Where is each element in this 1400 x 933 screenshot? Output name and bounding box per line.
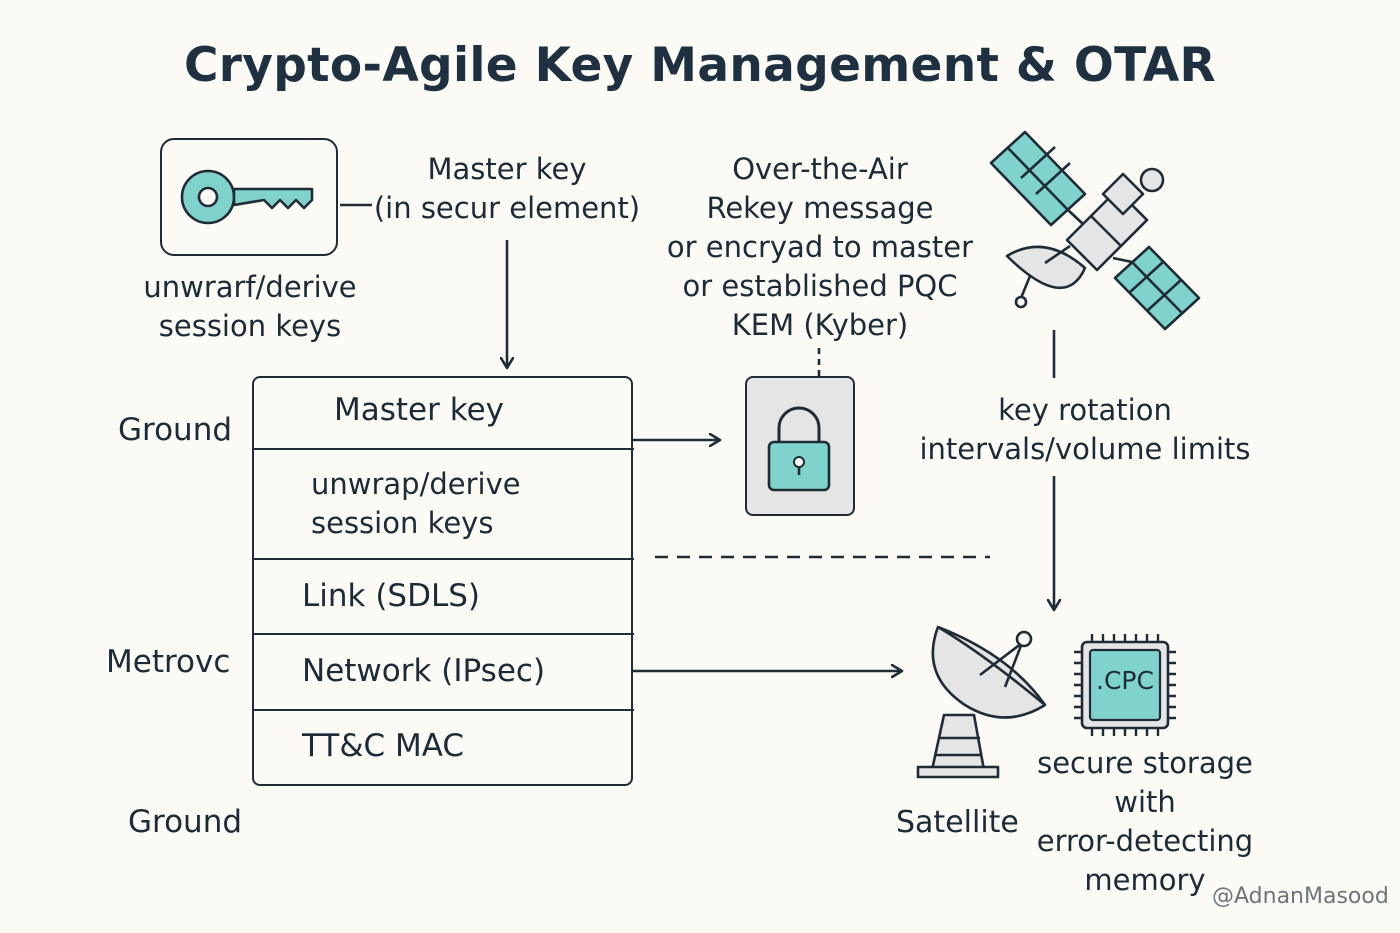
key-card-caption: unwrarf/derive session keys <box>143 270 357 343</box>
watermark: @AdnanMasood <box>1212 884 1389 909</box>
otar-note: Over-the-Air Rekey message or encryad to… <box>666 152 974 342</box>
chip-label: .CPC <box>1096 666 1154 695</box>
key-card <box>160 138 338 256</box>
ground-station-label: Satellite <box>896 805 1019 840</box>
stack-row-link: Link (SDLS) <box>254 560 634 635</box>
side-label-ground-bottom: Ground <box>128 804 243 840</box>
stack-row-unwrap: unwrap/derive session keys <box>254 450 634 560</box>
padlock-icon <box>767 406 831 492</box>
side-label-ground-top: Ground <box>118 412 233 448</box>
satellite-icon <box>989 130 1201 331</box>
storage-note: secure storage with error-detecting memo… <box>1036 746 1254 897</box>
stack-row-master-key: Master key <box>254 378 634 450</box>
chip-icon <box>1074 634 1176 736</box>
stack-row-ttc: TT&C MAC <box>302 728 465 764</box>
side-label-metro: Metrovc <box>106 644 231 680</box>
protocol-stack: Master key unwrap/derive session keys Li… <box>252 376 634 786</box>
key-rotation-note: key rotation intervals/volume limits <box>919 393 1251 466</box>
satellite-dish-icon <box>916 625 1047 779</box>
stack-row-network: Network (IPsec) <box>254 635 634 711</box>
page-title: Crypto-Agile Key Management & OTAR <box>184 38 1216 93</box>
key-icon <box>180 169 314 225</box>
master-key-note: Master key (in secur element) <box>373 152 641 225</box>
lock-card <box>745 376 855 516</box>
